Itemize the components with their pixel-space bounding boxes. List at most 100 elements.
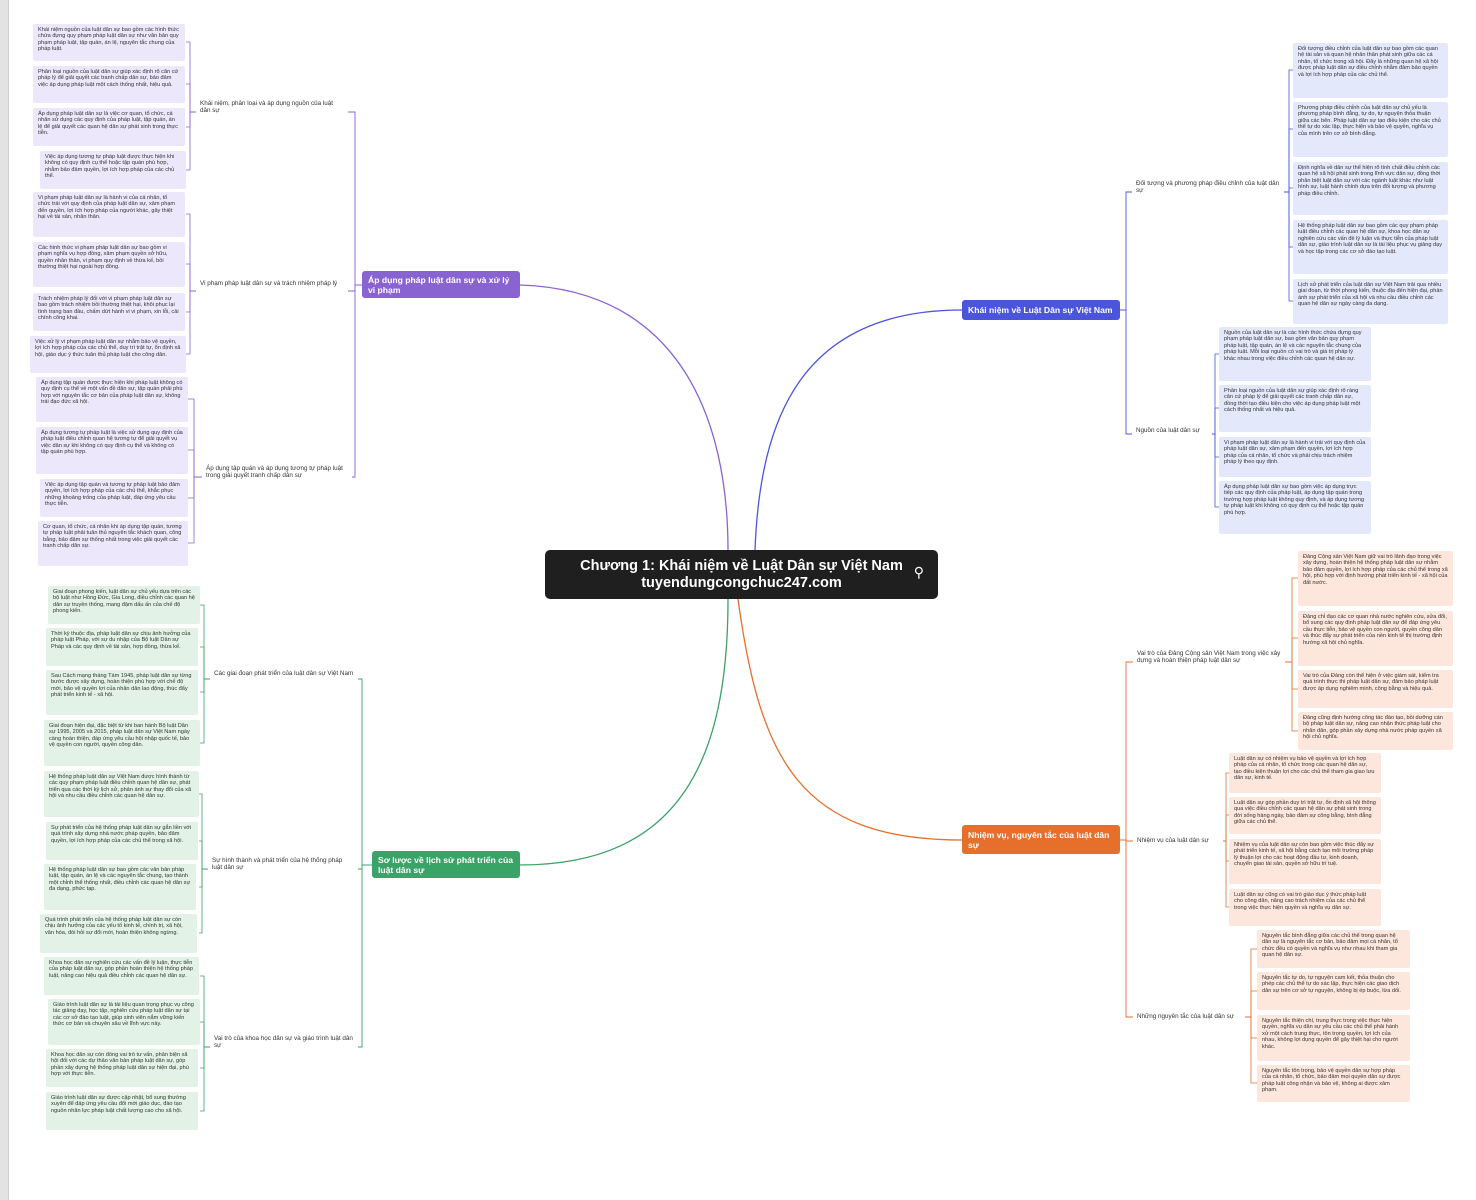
leaf-note[interactable]: Khoa học dân sự nghiên cứu các vấn đề lý… xyxy=(44,957,199,995)
connector-sub-leaf xyxy=(188,398,202,478)
leaf-note[interactable]: Hệ thống pháp luật dân sự bao gồm các qu… xyxy=(1293,220,1448,274)
leaf-note[interactable]: Áp dụng pháp luật dân sự bao gồm việc áp… xyxy=(1219,481,1371,534)
leaf-note[interactable]: Đảng cũng định hướng công tác đào tạo, b… xyxy=(1298,712,1453,750)
branch-title[interactable]: Khái niệm về Luật Dân sự Việt Nam xyxy=(962,300,1120,320)
connector-sub-leaf xyxy=(1284,191,1293,302)
connector-main-sub xyxy=(1120,191,1132,311)
leaf-note[interactable]: Việc áp dụng tập quán và tương tự pháp l… xyxy=(40,479,188,517)
sub-topic[interactable]: Khái niệm, phân loại và áp dụng nguồn củ… xyxy=(200,99,334,114)
connector-sub-leaf xyxy=(186,111,196,128)
leaf-note[interactable]: Trách nhiệm pháp lý đối với vi phạm pháp… xyxy=(33,293,185,331)
leaf-note[interactable]: Áp dụng tương tự pháp luật là việc sử dụ… xyxy=(36,427,188,474)
connector-main-sub xyxy=(352,284,362,478)
connector-sub-leaf xyxy=(199,840,208,870)
connector-sub-leaf xyxy=(200,975,210,1048)
connector-root-b4 xyxy=(737,598,963,841)
connector-sub-leaf xyxy=(1285,661,1298,732)
root-node[interactable]: Chương 1: Khái niệm về Luật Dân sự Việt … xyxy=(545,550,938,599)
sub-topic[interactable]: Các giai đoạn phát triển của luật dân sự… xyxy=(214,670,354,678)
leaf-note[interactable]: Phân loại nguồn của luật dân sự giúp xác… xyxy=(1219,385,1371,432)
connector-sub-leaf xyxy=(186,213,196,292)
leaf-note[interactable]: Nguyên tắc thiện chí, trung thực trong v… xyxy=(1257,1015,1410,1061)
connector-sub-leaf xyxy=(188,476,202,544)
connector-sub-leaf xyxy=(1284,191,1293,248)
connector-sub-leaf xyxy=(1284,187,1293,193)
leaf-note[interactable]: Giáo trình luật dân sự là tài liệu quan … xyxy=(48,999,200,1045)
leaf-note[interactable]: Nguồn của luật dân sự là các hình thức c… xyxy=(1219,327,1371,381)
connector-main-sub xyxy=(1120,839,1133,842)
sub-topic[interactable]: Áp dụng tập quán và áp dụng tương tự phá… xyxy=(206,464,343,479)
connector-sub-leaf xyxy=(199,868,208,888)
connector-root-b3 xyxy=(519,598,729,866)
sub-topic[interactable]: Vai trò của khoa học dân sự và giáo trìn… xyxy=(214,1034,353,1049)
leaf-note[interactable]: Luật dân sự cũng có vai trò giáo dục ý t… xyxy=(1229,889,1381,926)
leaf-note[interactable]: Đảng chỉ đạo các cơ quan nhà nước nghiên… xyxy=(1298,611,1453,666)
leaf-note[interactable]: Lịch sử phát triển của luật dân sự Việt … xyxy=(1293,279,1448,324)
leaf-note[interactable]: Đối tượng điều chỉnh của luật dân sự bao… xyxy=(1293,43,1448,98)
connector-sub-leaf xyxy=(1284,128,1293,193)
leaf-note[interactable]: Áp dụng pháp luật dân sự là việc cơ quan… xyxy=(33,108,185,146)
leaf-note[interactable]: Giai đoạn phong kiến, luật dân sự chủ yế… xyxy=(48,586,200,624)
leaf-note[interactable]: Nguyên tắc bình đẳng giữa các chủ thể tr… xyxy=(1257,930,1410,968)
sub-topic[interactable]: Vi phạm pháp luật dân sự và trách nhiệm … xyxy=(200,280,338,288)
leaf-note[interactable]: Sau Cách mạng tháng Tám 1945, pháp luật … xyxy=(46,670,198,715)
connector-sub-leaf xyxy=(1284,69,1293,193)
leaf-note[interactable]: Khái niệm nguồn của luật dân sự bao gồm … xyxy=(33,24,185,61)
connector-sub-leaf xyxy=(1245,948,1257,1018)
connector-sub-leaf xyxy=(1245,1016,1257,1084)
branch-title[interactable]: Sơ lược về lịch sử phát triển của luật d… xyxy=(372,851,520,878)
leaf-note[interactable]: Nguyên tắc tự do, tự nguyện cam kết, thỏ… xyxy=(1257,972,1410,1010)
branch-title[interactable]: Áp dụng pháp luật dân sự và xử lý vi phạ… xyxy=(362,271,520,298)
leaf-note[interactable]: Hệ thống pháp luật dân sự bao gồm các vă… xyxy=(44,864,196,910)
leaf-note[interactable]: Nhiệm vụ của luật dân sự còn bao gồm việ… xyxy=(1229,839,1381,884)
connector-sub-leaf xyxy=(1245,1016,1257,1039)
branch-title[interactable]: Nhiệm vụ, nguyên tắc của luật dân sự xyxy=(962,825,1120,854)
connector-sub-leaf xyxy=(200,678,210,693)
connector-sub-leaf xyxy=(200,1046,210,1069)
connector-main-sub xyxy=(358,678,372,866)
leaf-note[interactable]: Vai trò của Đảng còn thể hiện ở việc giá… xyxy=(1298,670,1453,708)
connector-sub-leaf xyxy=(1245,990,1257,1018)
leaf-note[interactable]: Cơ quan, tổ chức, cá nhân khi áp dụng tậ… xyxy=(38,521,188,566)
leaf-note[interactable]: Thời kỳ thuộc địa, pháp luật dân sự chịu… xyxy=(46,628,198,666)
leaf-note[interactable]: Hệ thống pháp luật dân sự Việt Nam được … xyxy=(44,771,199,817)
connector-sub-leaf xyxy=(200,1021,210,1048)
paperclip-icon[interactable]: ⚲ xyxy=(913,564,924,580)
connector-sub-leaf xyxy=(188,476,202,499)
leaf-note[interactable]: Các hình thức vi phạm pháp luật dân sự b… xyxy=(33,242,185,287)
sub-topic[interactable]: Vai trò của Đảng Cộng sản Việt Nam trong… xyxy=(1137,649,1281,664)
leaf-note[interactable]: Luật dân sự góp phần duy trì trật tự, ổn… xyxy=(1229,797,1381,834)
leaf-note[interactable]: Vi phạm pháp luật dân sự là hành vi trái… xyxy=(1219,437,1371,477)
leaf-note[interactable]: Đảng Cộng sản Việt Nam giữ vai trò lãnh … xyxy=(1298,551,1453,606)
sub-topic[interactable]: Đối tượng và phương pháp điều chỉnh của … xyxy=(1136,179,1280,194)
leaf-note[interactable]: Luật dân sự có nhiệm vụ bảo vệ quyền và … xyxy=(1229,753,1381,793)
connector-sub-leaf xyxy=(1285,661,1298,690)
connector-sub-leaf xyxy=(1212,433,1219,508)
leaf-note[interactable]: Áp dụng tập quán được thực hiện khi pháp… xyxy=(36,377,188,422)
leaf-note[interactable]: Quá trình phát triển của hệ thống pháp l… xyxy=(40,914,197,953)
leaf-note[interactable]: Sự phát triển của hệ thống pháp luật dân… xyxy=(46,822,198,860)
root-title-line2: tuyendungcongchuc247.com xyxy=(641,575,842,591)
leaf-note[interactable]: Định nghĩa về dân sự thể hiện rõ tính ch… xyxy=(1293,162,1448,215)
leaf-note[interactable]: Việc áp dụng tương tự pháp luật được thự… xyxy=(40,151,186,189)
sub-topic[interactable]: Sự hình thành và phát triển của hệ thống… xyxy=(212,856,343,871)
leaf-note[interactable]: Giáo trình luật dân sự được cập nhật, bổ… xyxy=(46,1092,198,1130)
leaf-note[interactable]: Khoa học dân sự còn đóng vai trò tư vấn,… xyxy=(46,1049,198,1087)
connector-sub-leaf xyxy=(199,793,208,870)
leaf-note[interactable]: Phân loại nguồn của luật dân sự giúp xác… xyxy=(33,66,185,103)
connector-sub-leaf xyxy=(200,678,210,744)
connector-sub-leaf xyxy=(186,111,196,171)
leaf-note[interactable]: Việc xử lý vi phạm pháp luật dân sự nhằm… xyxy=(30,336,186,373)
sub-topic[interactable]: Những nguyên tắc của luật dân sự xyxy=(1137,1013,1234,1021)
connector-sub-leaf xyxy=(1285,637,1298,663)
sub-topic[interactable]: Nhiệm vụ của luật dân sự xyxy=(1137,837,1209,845)
connector-sub-leaf xyxy=(186,41,196,113)
leaf-note[interactable]: Nguyên tắc tôn trọng, bảo vệ quyền dân s… xyxy=(1257,1065,1410,1102)
sub-topic[interactable]: Nguồn của luật dân sự xyxy=(1136,427,1200,435)
connector-main-sub xyxy=(358,864,372,1048)
leaf-note[interactable]: Vi phạm pháp luật dân sự là hành vi của … xyxy=(33,192,185,237)
leaf-note[interactable]: Phương pháp điều chỉnh của luật dân sự c… xyxy=(1293,102,1448,157)
connector-root-b2 xyxy=(754,309,963,551)
connector-sub-leaf xyxy=(200,1046,210,1112)
leaf-note[interactable]: Giai đoạn hiện đại, đặc biệt từ khi ban … xyxy=(44,720,200,766)
